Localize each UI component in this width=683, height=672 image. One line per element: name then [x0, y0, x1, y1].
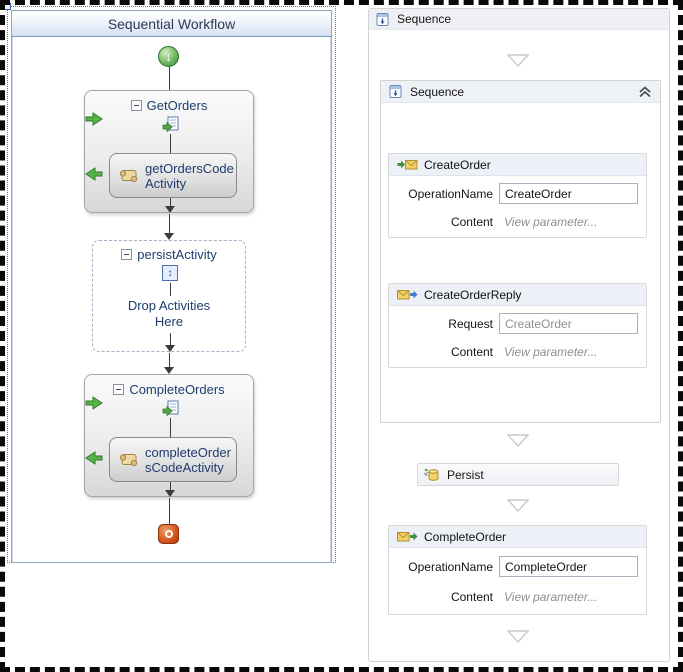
collapse-chevron-icon[interactable]: [638, 85, 652, 98]
sequence-icon: [389, 85, 402, 98]
code-activity-icon: [162, 400, 179, 417]
inner-sequence-card[interactable]: Sequence: [380, 80, 661, 423]
inner-sequence-header[interactable]: Sequence: [381, 81, 660, 103]
activity-getorders-title: GetOrders: [146, 98, 208, 113]
activity-completeorders-title: CompleteOrders: [129, 382, 225, 397]
code-activity-getorders-title: getOrdersCodeActivity: [145, 160, 234, 191]
drop-target-triangle-icon[interactable]: [507, 630, 529, 643]
execution-in-arrow-icon: [85, 396, 103, 410]
connector-line: [169, 67, 170, 90]
code-activity-completeorders[interactable]: completeOrdersCodeActivity: [109, 437, 237, 482]
connector-line: [170, 418, 171, 437]
field-label: Content: [450, 215, 493, 229]
field-label: OperationName: [408, 560, 493, 574]
createorder-header: CreateOrder: [389, 154, 646, 176]
code-activity-getorders[interactable]: getOrdersCodeActivity: [109, 153, 237, 198]
drop-target-triangle-icon[interactable]: [507, 54, 529, 67]
send-reply-icon: [397, 290, 418, 300]
activity-getorders[interactable]: GetOrders getOrdersCodeActivity: [84, 90, 254, 213]
activity-card-completeorder[interactable]: CompleteOrder OperationName Content View…: [388, 525, 647, 615]
arrowhead-icon: [164, 233, 174, 240]
operationname-input[interactable]: [499, 556, 638, 577]
completeorder-header: CompleteOrder: [389, 526, 646, 548]
operationname-input[interactable]: [499, 183, 638, 204]
activity-completeorders[interactable]: CompleteOrders completeOrdersCodeActivit…: [84, 374, 254, 497]
execution-out-arrow-icon: [85, 167, 103, 181]
completeorder-title: CompleteOrder: [424, 529, 507, 544]
arrowhead-icon: [165, 490, 175, 497]
receive-icon: [397, 160, 418, 170]
connector-line: [170, 134, 171, 153]
arrowhead-icon: [164, 367, 174, 374]
drop-target-triangle-icon[interactable]: [507, 499, 529, 512]
sequence-icon: [376, 12, 389, 26]
createorderreply-header: CreateOrderReply: [389, 284, 646, 306]
activity-persistactivity-title: persistActivity: [137, 247, 217, 262]
activity-persistactivity-header: persistActivity: [93, 247, 245, 262]
view-parameter-link[interactable]: View parameter...: [504, 345, 598, 359]
scroll-icon: [119, 170, 138, 183]
field-label: OperationName: [408, 187, 493, 201]
activity-completeorders-header: CompleteOrders: [85, 382, 253, 397]
persist-db-icon: [424, 468, 439, 481]
workflow-title: Sequential Workflow: [107, 15, 236, 32]
field-label: Content: [450, 590, 493, 604]
arrowhead-icon: [165, 345, 175, 352]
collapse-minus-icon[interactable]: [121, 249, 133, 260]
connector-line: [169, 353, 170, 367]
code-activity-completeorders-title: completeOrdersCodeActivity: [145, 444, 231, 475]
drop-target-triangle-icon[interactable]: [507, 434, 529, 447]
drop-hint-text: Drop Activities Here: [127, 298, 211, 329]
connector-line: [170, 482, 171, 491]
field-label: Content: [450, 345, 493, 359]
createorder-title: CreateOrder: [424, 157, 491, 172]
workflow-start-icon[interactable]: ↓: [158, 46, 179, 67]
view-parameter-link[interactable]: View parameter...: [504, 215, 598, 229]
field-label: Request: [448, 317, 493, 331]
request-input[interactable]: [499, 313, 638, 334]
workflow-stop-icon[interactable]: [158, 524, 179, 544]
arrowhead-icon: [165, 206, 175, 213]
persist-title: Persist: [447, 467, 484, 482]
scroll-icon: [119, 454, 138, 467]
outer-sequence-header[interactable]: Sequence: [369, 9, 669, 30]
start-arrow-glyph: ↓: [165, 49, 172, 64]
collapse-minus-icon[interactable]: [113, 384, 125, 395]
view-parameter-link[interactable]: View parameter...: [504, 590, 598, 604]
connector-line: [170, 333, 171, 345]
outer-sequence-title: Sequence: [397, 12, 452, 26]
execution-out-arrow-icon: [85, 451, 103, 465]
activity-persistactivity[interactable]: persistActivity ↕ Drop Activities Here: [92, 240, 246, 352]
inner-sequence-title: Sequence: [410, 84, 465, 99]
connector-line: [169, 498, 170, 524]
activity-card-createorderreply[interactable]: CreateOrderReply Request Content View pa…: [388, 283, 647, 368]
connector-line: [169, 214, 170, 233]
createorderreply-title: CreateOrderReply: [424, 287, 522, 302]
activity-getorders-header: GetOrders: [85, 98, 253, 113]
selection-handle-icon[interactable]: [4, 3, 11, 10]
workflow-title-bar[interactable]: Sequential Workflow: [12, 11, 331, 37]
connector-line: [170, 283, 171, 296]
activity-card-createorder[interactable]: CreateOrder OperationName Content View p…: [388, 153, 647, 238]
connector-line: [170, 198, 171, 207]
execution-in-arrow-icon: [85, 112, 103, 126]
collapse-minus-icon[interactable]: [130, 100, 142, 111]
persist-on-close-icon: ↕: [162, 265, 178, 281]
send-icon: [397, 532, 418, 542]
code-activity-icon: [162, 116, 179, 133]
persist-activity-bar[interactable]: Persist: [417, 463, 619, 486]
